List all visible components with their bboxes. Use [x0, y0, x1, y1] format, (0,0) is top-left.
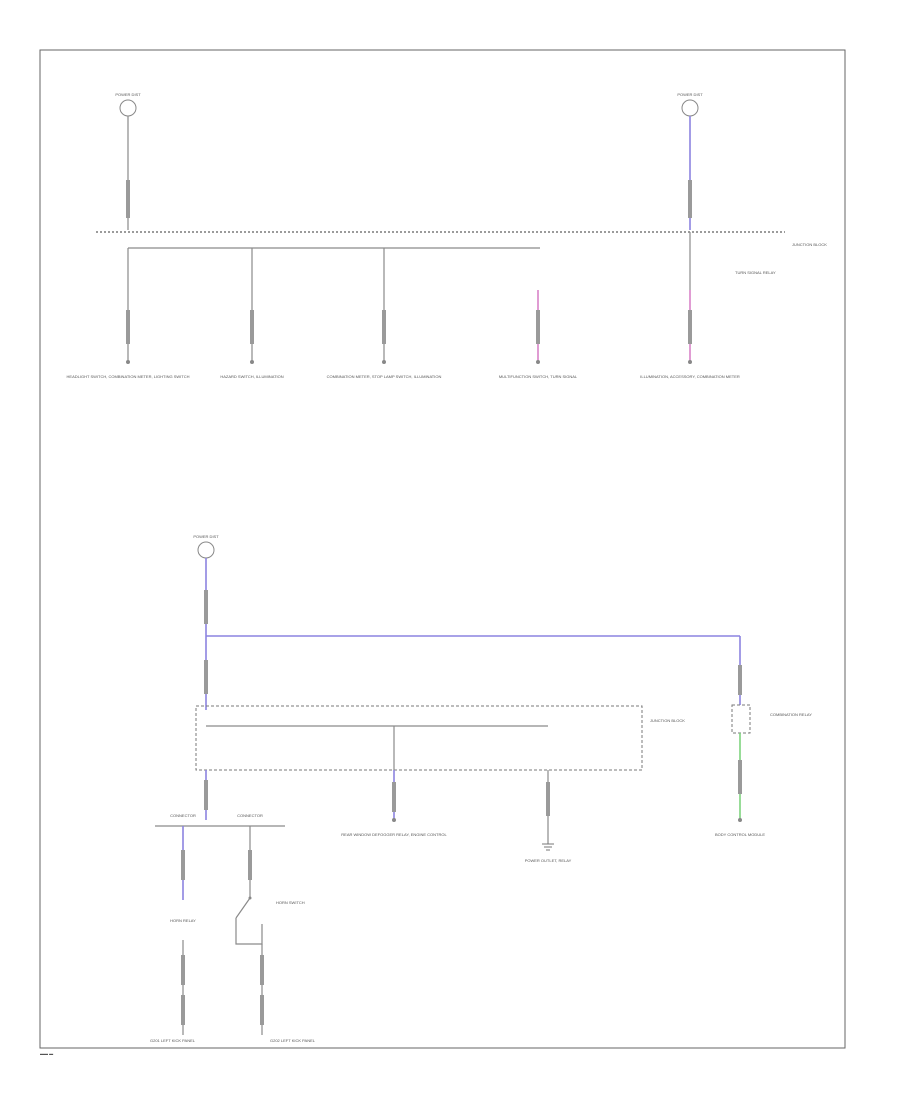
power-source-1: POWER DIST	[115, 92, 141, 230]
branch-3: COMBINATION METER, STOP LAMP SWITCH, ILL…	[327, 248, 442, 379]
branch-4: MULTIFUNCTION SWITCH, TURN SIGNAL	[499, 290, 578, 379]
load-5-label: ILLUMINATION, ACCESSORY, COMBINATION MET…	[640, 374, 740, 379]
load-4-label: MULTIFUNCTION SWITCH, TURN SIGNAL	[499, 374, 578, 379]
relay-right	[731, 704, 751, 734]
load-2-label: HAZARD SWITCH, ILLUMINATION	[220, 374, 283, 379]
branch-switch: HORN SWITCH G202 LEFT KICK PANEL	[235, 826, 316, 1043]
branch-1: HEADLIGHT SWITCH, COMBINATION METER, LIG…	[67, 248, 190, 379]
load-1-label: HEADLIGHT SWITCH, COMBINATION METER, LIG…	[67, 374, 190, 379]
switch-label: HORN SWITCH	[276, 900, 305, 905]
branch-2: HAZARD SWITCH, ILLUMINATION	[220, 248, 284, 379]
relay-right-label: COMBINATION RELAY	[770, 712, 812, 717]
component-left-label: HORN RELAY	[170, 918, 196, 923]
turn-signal-relay-label: TURN SIGNAL RELAY	[735, 270, 776, 275]
load-8-label: BODY CONTROL MODULE	[715, 832, 765, 837]
splice-left-label: CONNECTOR	[170, 813, 196, 818]
ground-1-label: G201 LEFT KICK PANEL	[150, 1038, 196, 1043]
splice-right-label: CONNECTOR	[237, 813, 263, 818]
load-7-label: POWER OUTLET, RELAY	[525, 858, 572, 863]
page-number: ▬▬ ▬	[40, 1051, 53, 1056]
junction-block-top-label: JUNCTION BLOCK	[792, 242, 827, 247]
junction-block-mid	[195, 705, 643, 771]
power-source-2-label: POWER DIST	[677, 92, 703, 97]
load-6-label: REAR WINDOW DEFOGGER RELAY, ENGINE CONTR…	[341, 832, 447, 837]
diagram-frame	[39, 49, 846, 1049]
branch-5: ILLUMINATION, ACCESSORY, COMBINATION MET…	[640, 232, 740, 379]
load-3-label: COMBINATION METER, STOP LAMP SWITCH, ILL…	[327, 374, 442, 379]
power-source-3-label: POWER DIST	[193, 534, 219, 539]
junction-block-mid-label: JUNCTION BLOCK	[650, 718, 685, 723]
branch-left: HORN RELAY G201 LEFT KICK PANEL	[150, 826, 196, 1043]
power-source-3: POWER DIST	[193, 534, 219, 710]
branch-7: POWER OUTLET, RELAY	[525, 770, 572, 863]
switch-icon	[235, 897, 263, 945]
power-source-2: POWER DIST	[677, 92, 703, 230]
power-source-1-label: POWER DIST	[115, 92, 141, 97]
branch-6: REAR WINDOW DEFOGGER RELAY, ENGINE CONTR…	[341, 726, 447, 837]
ground-2-label: G202 LEFT KICK PANEL	[270, 1038, 316, 1043]
